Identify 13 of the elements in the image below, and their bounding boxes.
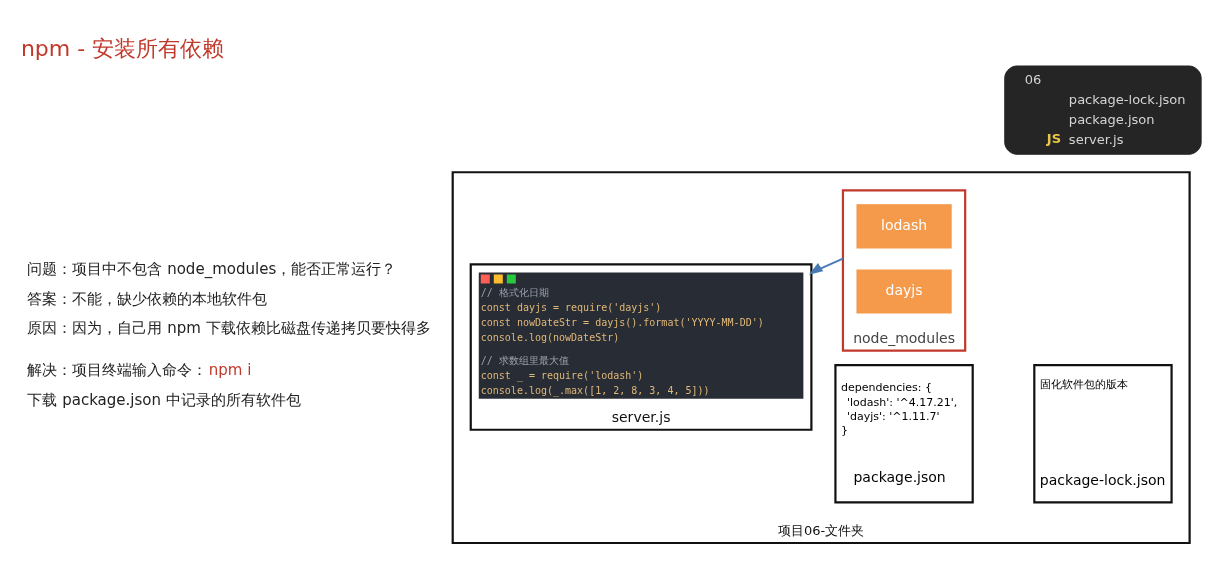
label: 答案：不能，缺少依赖的本地软件包: [27, 289, 268, 308]
node-box: dayjs: [856, 268, 952, 314]
diagram-title: npm - 安装所有依赖: [20, 35, 225, 61]
label: npm i: [208, 360, 252, 379]
node-box: 06 package-lock.json package.json JS server.js: [1004, 65, 1202, 155]
node-box: 固化软件包的版本 package-lock.json: [1033, 363, 1173, 503]
label: 问题：项目中不包含 node_modules，能否正常运行？: [27, 259, 397, 278]
label: 下载 package.json 中记录的所有软件包: [27, 390, 301, 409]
arrow: [808, 257, 844, 275]
node-box: dependencies: { 'lodash': '^4.17.21', 'dayjs': '^1.11.7' } package.json: [834, 363, 974, 503]
node-box: lodash: [856, 203, 952, 248]
label: 原因：因为，自己用 npm 下载依赖比磁盘传递拷贝要快得多: [27, 318, 431, 337]
label: 解决：项目终端输入命令：: [27, 360, 208, 379]
